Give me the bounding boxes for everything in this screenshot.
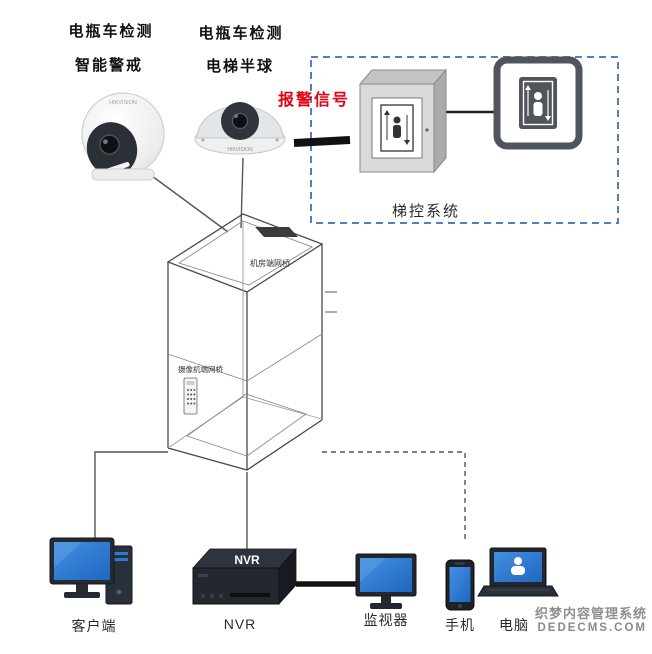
watermark-line2: DEDECMS.COM	[537, 621, 647, 634]
cabin-bridge-label: 摄像机端网桥	[178, 365, 223, 374]
dome-brand-text: HIKVISION	[227, 147, 253, 153]
watermark-line1: 织梦内容管理系统	[534, 606, 647, 621]
alarm-signal-label: 报警信号	[278, 92, 351, 109]
ceiling-vent	[255, 227, 298, 237]
turret-camera-label-line2: 智能警戒	[74, 57, 144, 74]
control-cabinet-icon	[358, 68, 448, 174]
elevator-to-phone-dashed-line	[322, 451, 466, 543]
dome-camera-icon: HIKVISION	[194, 102, 286, 155]
watermark: 织梦内容管理系统 DEDECMS.COM	[535, 606, 647, 635]
cabin-keypad	[183, 377, 198, 415]
nvr-device-icon: NVR	[192, 547, 297, 606]
monitor-label: 监视器	[363, 612, 409, 628]
dome-to-elevator-line	[240, 157, 244, 229]
laptop-icon	[477, 547, 559, 597]
turret-brand-text: HIKVISION	[109, 100, 137, 106]
elevator-sign-icon	[493, 56, 583, 150]
laptop-label: 电脑	[499, 617, 529, 633]
elevator-to-client-line	[94, 451, 168, 538]
alarm-signal-line	[293, 136, 351, 147]
cabinet-elevator-pictogram	[380, 104, 414, 152]
control-system-dashed-box	[310, 56, 619, 224]
phone-label: 手机	[445, 617, 475, 633]
dome-camera-label-line2: 电梯半球	[205, 58, 275, 75]
dome-camera-label-line1: 电瓶车检测	[198, 25, 284, 42]
elevator-control-system-label: 梯控系统	[391, 203, 461, 220]
client-label: 客户端	[71, 618, 117, 634]
monitor-icon	[355, 553, 417, 609]
turret-camera-icon: HIKVISION	[81, 92, 165, 181]
client-computer-icon	[49, 537, 133, 605]
turret-camera-label-line1: 电瓶车检测	[68, 23, 154, 40]
turret-to-elevator-line	[151, 175, 229, 233]
elevator-wireframe	[166, 213, 337, 471]
machine-room-bridge-label: 机房端网桥	[250, 259, 290, 268]
nvr-label: NVR	[223, 616, 257, 632]
connection-lines	[94, 110, 497, 587]
nvr-device-text: NVR	[234, 553, 260, 567]
phone-icon	[445, 559, 475, 611]
